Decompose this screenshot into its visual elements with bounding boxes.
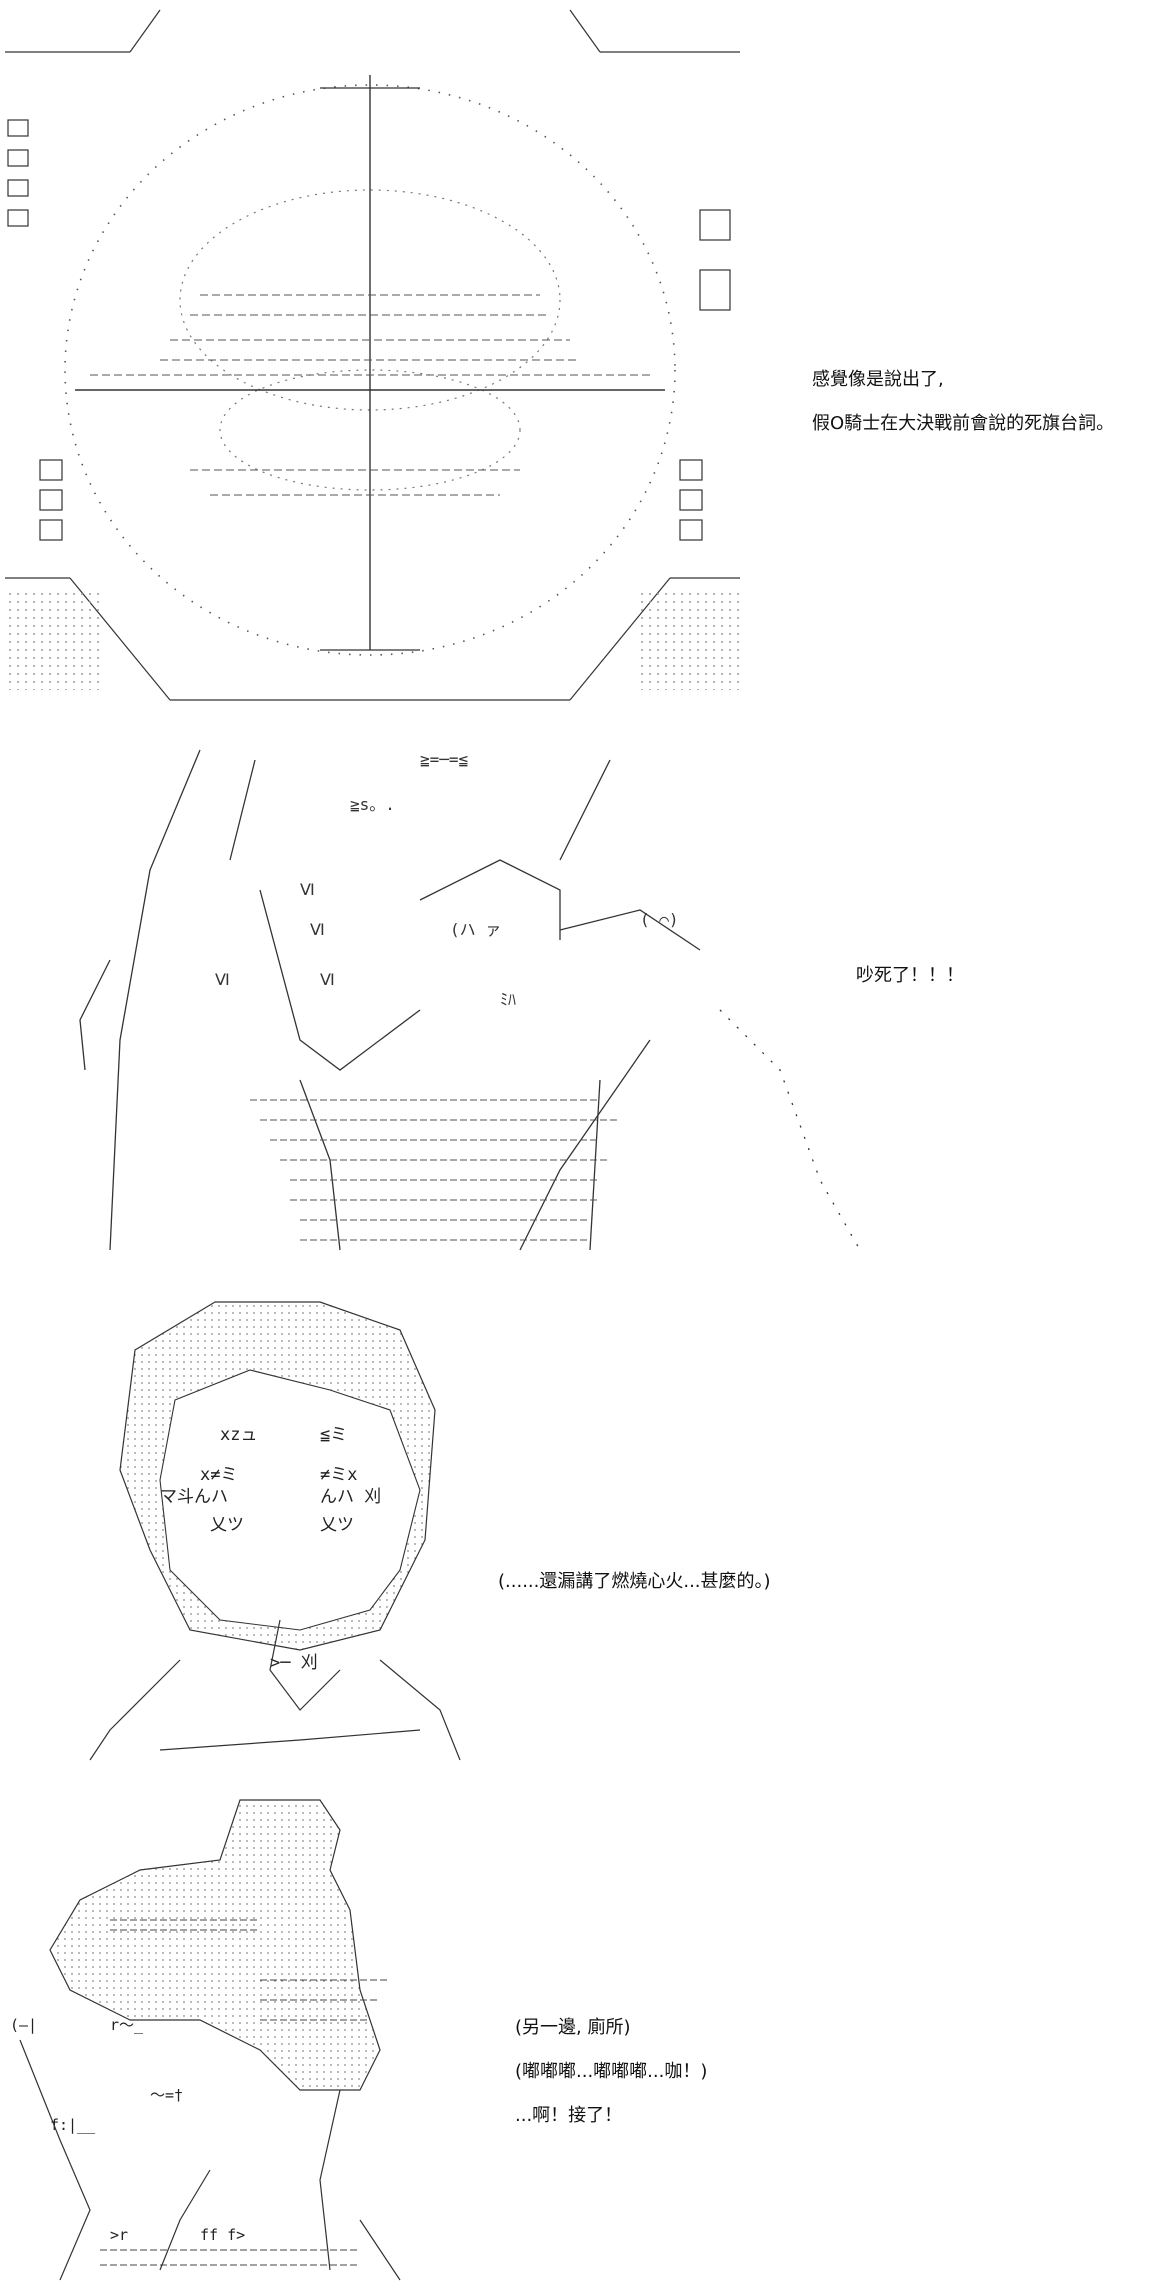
svg-text:んハ 刈: んハ 刈 [320, 1487, 381, 1507]
svg-text:乂ツ: 乂ツ [320, 1515, 354, 1535]
svg-text:乂ツ: 乂ツ [210, 1515, 244, 1535]
caption-line-2: 假O騎士在大決戰前會說的死旗台詞。 [812, 413, 1115, 434]
svg-text:x≠ミ: x≠ミ [200, 1465, 237, 1485]
svg-text:Ⅵ: Ⅵ [215, 970, 230, 989]
caption-answered: ...啊！接了！ [515, 2105, 623, 2126]
panel-face: xzュ ≦ミ x≠ミ ≠ミx マ斗んハ んハ 刈 乂ツ 乂ツ >─ 刈 (...… [0, 1290, 1170, 1770]
svg-text:f:|__: f:|__ [50, 2116, 96, 2134]
angry-character-ascii-art: ≧=─=≦ ≧s。. Ⅵ Ⅵ Ⅵ Ⅵ (ハ ァ ﾐﾊ ( ⌒) [79, 749, 861, 1251]
caption-murmur: (......還漏講了燃燒心火...甚麼的。) [498, 1571, 771, 1592]
svg-text:>r: >r [110, 2226, 128, 2244]
caption-scene: (另一邊, 廁所) [515, 2017, 631, 2038]
svg-text:(—|: (—| [10, 2016, 37, 2034]
scope-ascii-art [5, 9, 740, 701]
svg-text:Ⅵ: Ⅵ [300, 880, 315, 899]
svg-text:≧=─=≦: ≧=─=≦ [420, 750, 468, 769]
svg-text:r〜_: r〜_ [110, 2016, 144, 2034]
svg-text:ﾐﾊ: ﾐﾊ [500, 990, 516, 1009]
panel-scope: 感覺像是說出了, 假O騎士在大決戰前會說的死旗台詞。 [0, 0, 1170, 720]
toilet-character-ascii-art: (—| r〜_ f:|__ 〜=† >r ff f> [10, 1799, 401, 2281]
svg-text:≠ミx: ≠ミx [320, 1465, 357, 1485]
svg-text:ff f>: ff f> [200, 2226, 245, 2244]
svg-text:〜=†: 〜=† [150, 2086, 183, 2104]
svg-text:マ斗んハ: マ斗んハ [160, 1487, 228, 1507]
face-ascii-art: xzュ ≦ミ x≠ミ ≠ミx マ斗んハ んハ 刈 乂ツ 乂ツ >─ 刈 [89, 1301, 461, 1761]
caption-line-1: 感覺像是說出了, [812, 369, 944, 390]
svg-text:≧s。.: ≧s。. [350, 795, 395, 814]
svg-text:( ⌒): ( ⌒) [640, 910, 679, 929]
svg-text:(ハ ァ: (ハ ァ [450, 920, 501, 939]
svg-text:xzュ: xzュ [220, 1425, 257, 1445]
caption-shout: 吵死了！！！ [856, 965, 964, 986]
svg-text:Ⅵ: Ⅵ [320, 970, 335, 989]
svg-text:>─ 刈: >─ 刈 [270, 1653, 318, 1673]
panel-toilet: (—| r〜_ f:|__ 〜=† >r ff f> (另一邊, 廁所) (嘟嘟… [0, 1790, 1170, 2286]
svg-text:≦ミ: ≦ミ [320, 1425, 347, 1445]
caption-phone-ring: (嘟嘟嘟...嘟嘟嘟...咖！) [515, 2061, 708, 2082]
svg-text:Ⅵ: Ⅵ [310, 920, 325, 939]
panel-angry: ≧=─=≦ ≧s。. Ⅵ Ⅵ Ⅵ Ⅵ (ハ ァ ﾐﾊ ( ⌒) 吵死了！！！ [0, 740, 1170, 1280]
